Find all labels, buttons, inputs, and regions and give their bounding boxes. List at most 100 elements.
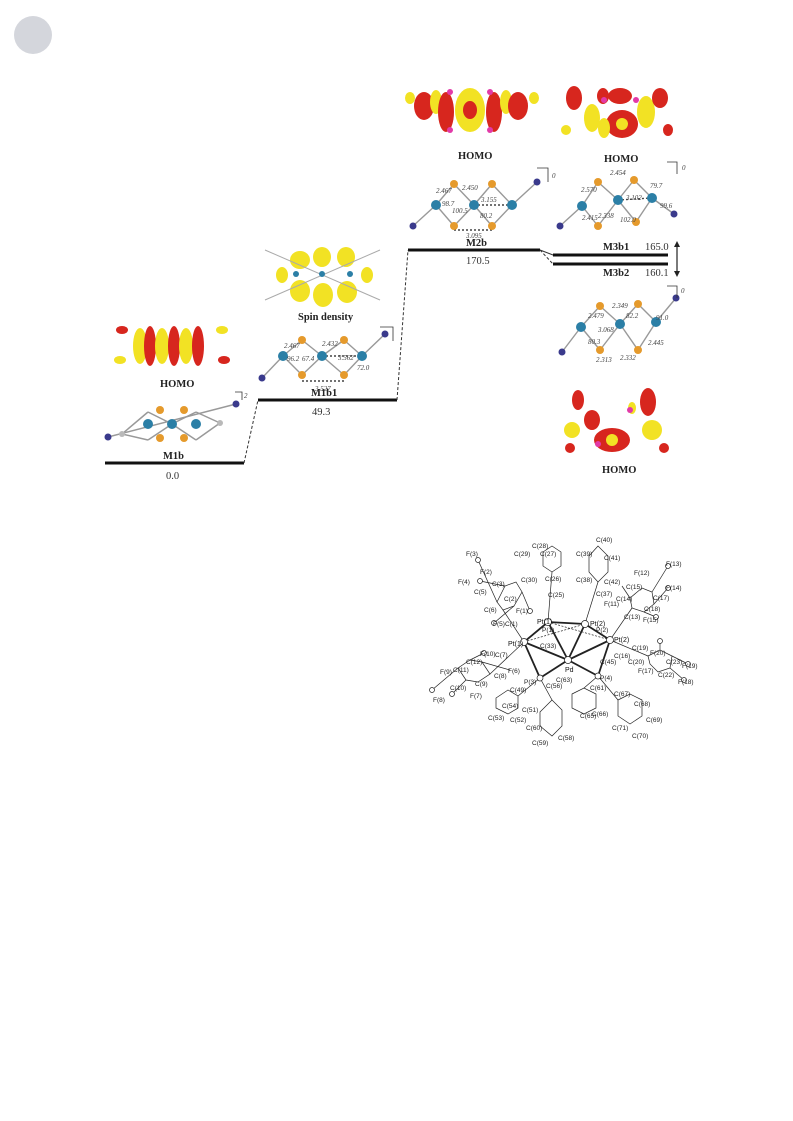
- ortep-f7: F(7): [470, 693, 482, 700]
- ortep-labels: Pt(1) Pt(1) Pt(2) Pt(2) Pd P(3) P(4) P(1…: [433, 537, 698, 747]
- m3b1-homo-orbital: [561, 86, 673, 138]
- energy-m1b: 0.0: [166, 471, 179, 482]
- ortep-c25: C(25): [548, 592, 564, 599]
- ortep-c8: C(8): [494, 673, 507, 680]
- m3b1-dist-3: 3.102: [625, 194, 642, 202]
- ortep-c9: C(9): [475, 681, 488, 688]
- label-m1b1: M1b1: [311, 388, 337, 399]
- ortep-f15: F(15): [643, 617, 659, 624]
- energy-m1b1: 49.3: [312, 407, 330, 418]
- ortep-c7: C(7): [495, 652, 508, 659]
- ortep-pt1-left: Pt(1): [508, 641, 523, 648]
- m3b1-angle-2: 79.7: [650, 182, 663, 190]
- ortep-c19: C(19): [632, 645, 648, 652]
- m3b2-angle-2: 82.2: [626, 312, 639, 320]
- ortep-c12: C(12): [466, 659, 482, 666]
- spin-bracket-m1b1: [380, 326, 394, 341]
- m3b2-homo-orbital: [564, 388, 669, 453]
- ortep-p4: P(4): [600, 675, 612, 682]
- ortep-c30: C(30): [521, 577, 537, 584]
- ortep-c26: C(26): [545, 576, 561, 583]
- m3b1-dist-1: 2.454: [610, 169, 626, 177]
- ortep-c22: C(22): [658, 672, 674, 679]
- ortep-c51: C(51): [522, 707, 538, 714]
- ortep-c6: C(6): [484, 607, 497, 614]
- ortep-c38: C(38): [576, 577, 592, 584]
- m1b1-dist-1: 2.467: [284, 342, 300, 350]
- connector-2: [396, 249, 409, 401]
- m1b1-dist-3: 3.562: [337, 354, 354, 362]
- energy-m3b1: 165.0: [645, 242, 669, 253]
- ortep-c15: C(15): [626, 584, 642, 591]
- m3b1-dist-4: 2.338: [598, 212, 614, 220]
- ortep-c70: C(70): [632, 733, 648, 740]
- m1b-structure: [104, 400, 240, 442]
- m3b2-dist-2: 2.479: [588, 312, 604, 320]
- ortep-f3: F(3): [466, 551, 478, 558]
- ortep-c20: C(20): [628, 659, 644, 666]
- m2b-dist-1: 2.467: [436, 187, 452, 195]
- m1b1-dist-4: 3.527: [314, 385, 331, 393]
- ortep-c59: C(59): [532, 740, 548, 747]
- orbital-label-m1b1: Spin density: [298, 312, 354, 323]
- ortep-f9: F(9): [440, 669, 452, 676]
- m3b2-dist-4: 2.313: [596, 356, 612, 364]
- m3b2-dist-6: 2.445: [648, 339, 664, 347]
- ortep-c56: C(56): [546, 683, 562, 690]
- ortep-f4: F(4): [458, 579, 470, 586]
- ortep-c29: C(29): [514, 551, 530, 558]
- spin-m3b2: 0: [681, 287, 685, 295]
- m2b-homo-orbital: [405, 88, 539, 133]
- ortep-c14: C(14): [616, 596, 632, 603]
- m2b-dist-4: 3.095: [465, 232, 482, 240]
- ortep-f19: F(19): [682, 663, 698, 670]
- ortep-f13: F(13): [666, 561, 682, 568]
- m2b-angle-2: 100.5: [452, 207, 468, 215]
- spin-bracket-m2b: [537, 167, 549, 182]
- orbital-label-m2b: HOMO: [458, 151, 492, 162]
- page-number-circle: [14, 16, 52, 54]
- energy-m3b2: 160.1: [645, 268, 669, 279]
- m3b2-dist-5: 2.332: [620, 354, 636, 362]
- ortep-c49: C(49): [510, 687, 526, 694]
- ortep-c68: C(68): [634, 701, 650, 708]
- m2b-dist-3: 3.155: [480, 196, 497, 204]
- ortep-c13: C(13): [624, 614, 640, 621]
- m2b-angle-3: 80.2: [480, 212, 493, 220]
- ortep-f6: F(6): [508, 668, 520, 675]
- ortep-f17: F(17): [638, 668, 654, 675]
- orbital-label-m1b: HOMO: [160, 379, 194, 390]
- ortep-structure: [431, 545, 689, 737]
- label-m3b1: M3b1: [603, 242, 629, 253]
- m3b1-dist-2: 2.570: [581, 186, 597, 194]
- ortep-c28: C(28): [532, 543, 548, 550]
- m1b1-angle-1: 96.2: [287, 355, 300, 363]
- ortep-c53: C(53): [488, 715, 504, 722]
- spin-bracket-m3b2: [667, 285, 678, 298]
- connector-3: [539, 249, 554, 256]
- ortep-pd: Pd: [565, 667, 574, 674]
- ortep-f11: F(11): [604, 601, 619, 608]
- m1b1-structure: [258, 330, 389, 382]
- ortep-f8: F(8): [433, 697, 445, 704]
- m3b2-dist-3: 3.068: [597, 326, 614, 334]
- m3b2-angle-1: 80.3: [588, 338, 601, 346]
- orbital-label-m3b1: HOMO: [604, 154, 638, 165]
- ortep-c52: C(52): [510, 717, 526, 724]
- m2b-dist-2: 2.450: [462, 184, 478, 192]
- spin-m3b1: 0: [682, 164, 686, 172]
- ortep-f18: F(18): [678, 679, 694, 686]
- ortep-c71: C(71): [612, 725, 628, 732]
- ortep-c18: C(18): [644, 606, 660, 613]
- ortep-c1: C(1): [505, 621, 518, 628]
- label-m1b: M1b: [163, 451, 184, 462]
- ortep-c67: C(67): [614, 691, 630, 698]
- spin-m2b: 0: [552, 172, 556, 180]
- ortep-c27: C(27): [540, 551, 556, 558]
- ortep-c69: C(69): [646, 717, 662, 724]
- label-m3b2: M3b2: [603, 268, 629, 279]
- ortep-c10: C(10): [450, 685, 466, 692]
- ortep-c54: C(54): [502, 703, 518, 710]
- connector-1: [243, 399, 259, 464]
